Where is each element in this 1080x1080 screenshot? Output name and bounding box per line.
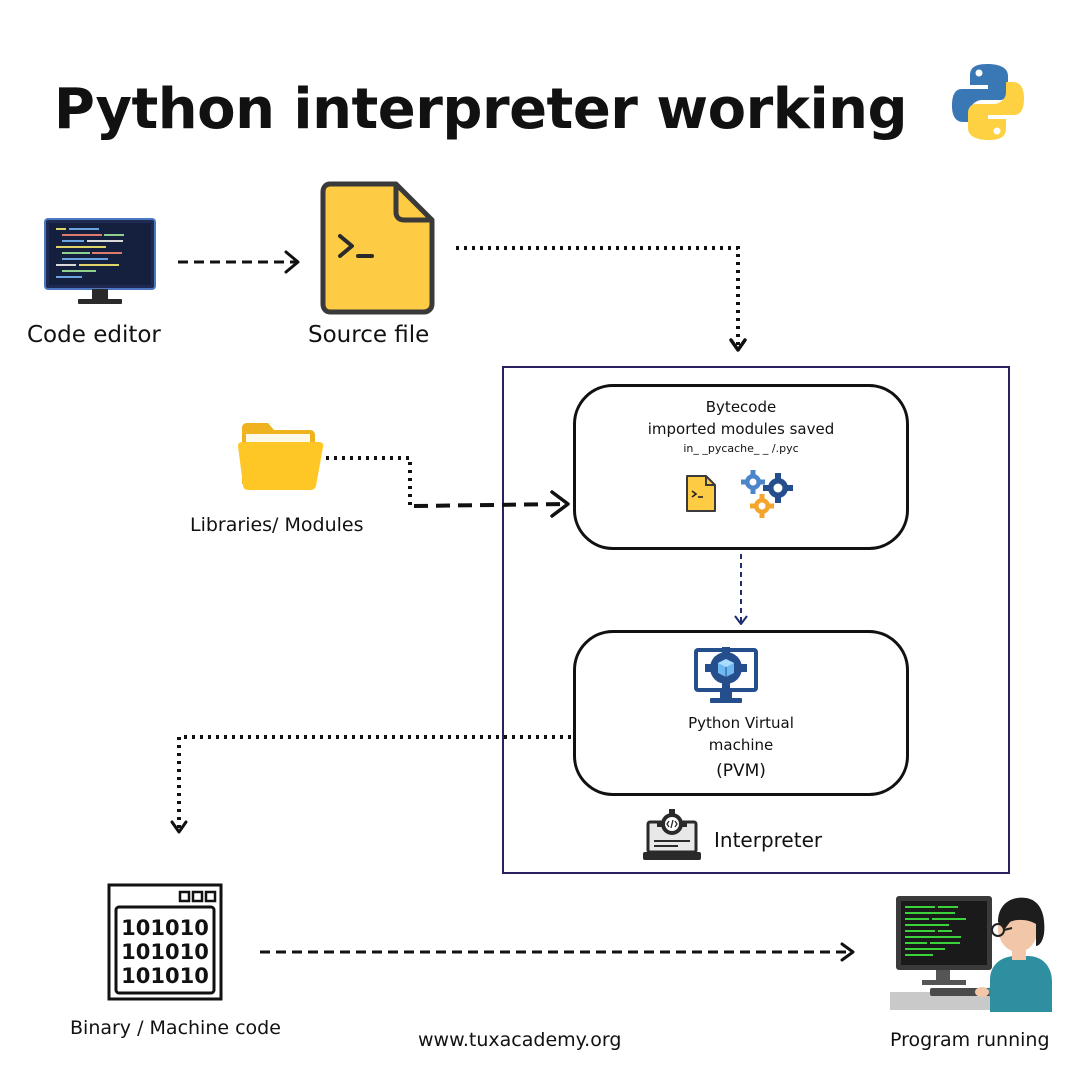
diagram-title: Python interpreter working [0,62,1080,156]
folder-icon [238,422,324,496]
pvm-to-binary-line [177,735,571,828]
pvm-to-binary-arrowhead [170,820,188,834]
bytecode-title: Bytecode [705,398,777,416]
website-label: www.tuxacademy.org [418,1029,622,1051]
binary-row: 101010 [121,940,209,964]
pvm-box [573,630,909,796]
binary-to-running-arrowhead [840,942,855,962]
source-to-bytecode-line [456,246,740,346]
libs-dotted-line [326,456,412,506]
libs-to-bytecode-arrowhead [550,490,570,518]
code-editor-label: Code editor [27,322,161,348]
libs-to-bytecode-arrow [413,502,567,508]
bytecode-box [573,384,909,550]
programmer-icon [890,894,1054,1016]
laptop-gear-icon [642,808,702,868]
interpreter-label: Interpreter [714,828,823,852]
python-logo-icon [950,62,1026,156]
pvm-label-line1: Python Virtual [688,714,794,732]
source-to-bytecode-arrowhead [729,338,747,352]
monitor-code-icon [44,218,156,310]
libraries-label: Libraries/ Modules [190,514,364,536]
interpreter-box [502,366,1010,874]
title-text: Python interpreter working [53,76,908,142]
pyc-file-icon [684,474,718,518]
bytecode-to-pvm-arrowhead [734,615,748,625]
binary-label: Binary / Machine code [70,1017,281,1039]
binary-row: 101010 [121,916,209,940]
source-file-label: Source file [308,322,430,348]
gears-icon [740,470,796,524]
pvm-label-line2: machine [708,736,774,754]
program-running-label: Program running [890,1029,1050,1051]
bytecode-path: in_ _pycache_ _ /.pyc [683,442,799,455]
bytecode-subtitle: imported modules saved [647,420,835,438]
pvm-label-line3: (PVM) [716,761,766,781]
binary-row: 101010 [121,964,209,988]
script-file-icon [320,180,436,320]
monitor-cube-icon [694,644,758,712]
editor-to-source-arrowhead [284,250,300,274]
binary-window-icon: 101010 101010 101010 [107,883,223,1005]
